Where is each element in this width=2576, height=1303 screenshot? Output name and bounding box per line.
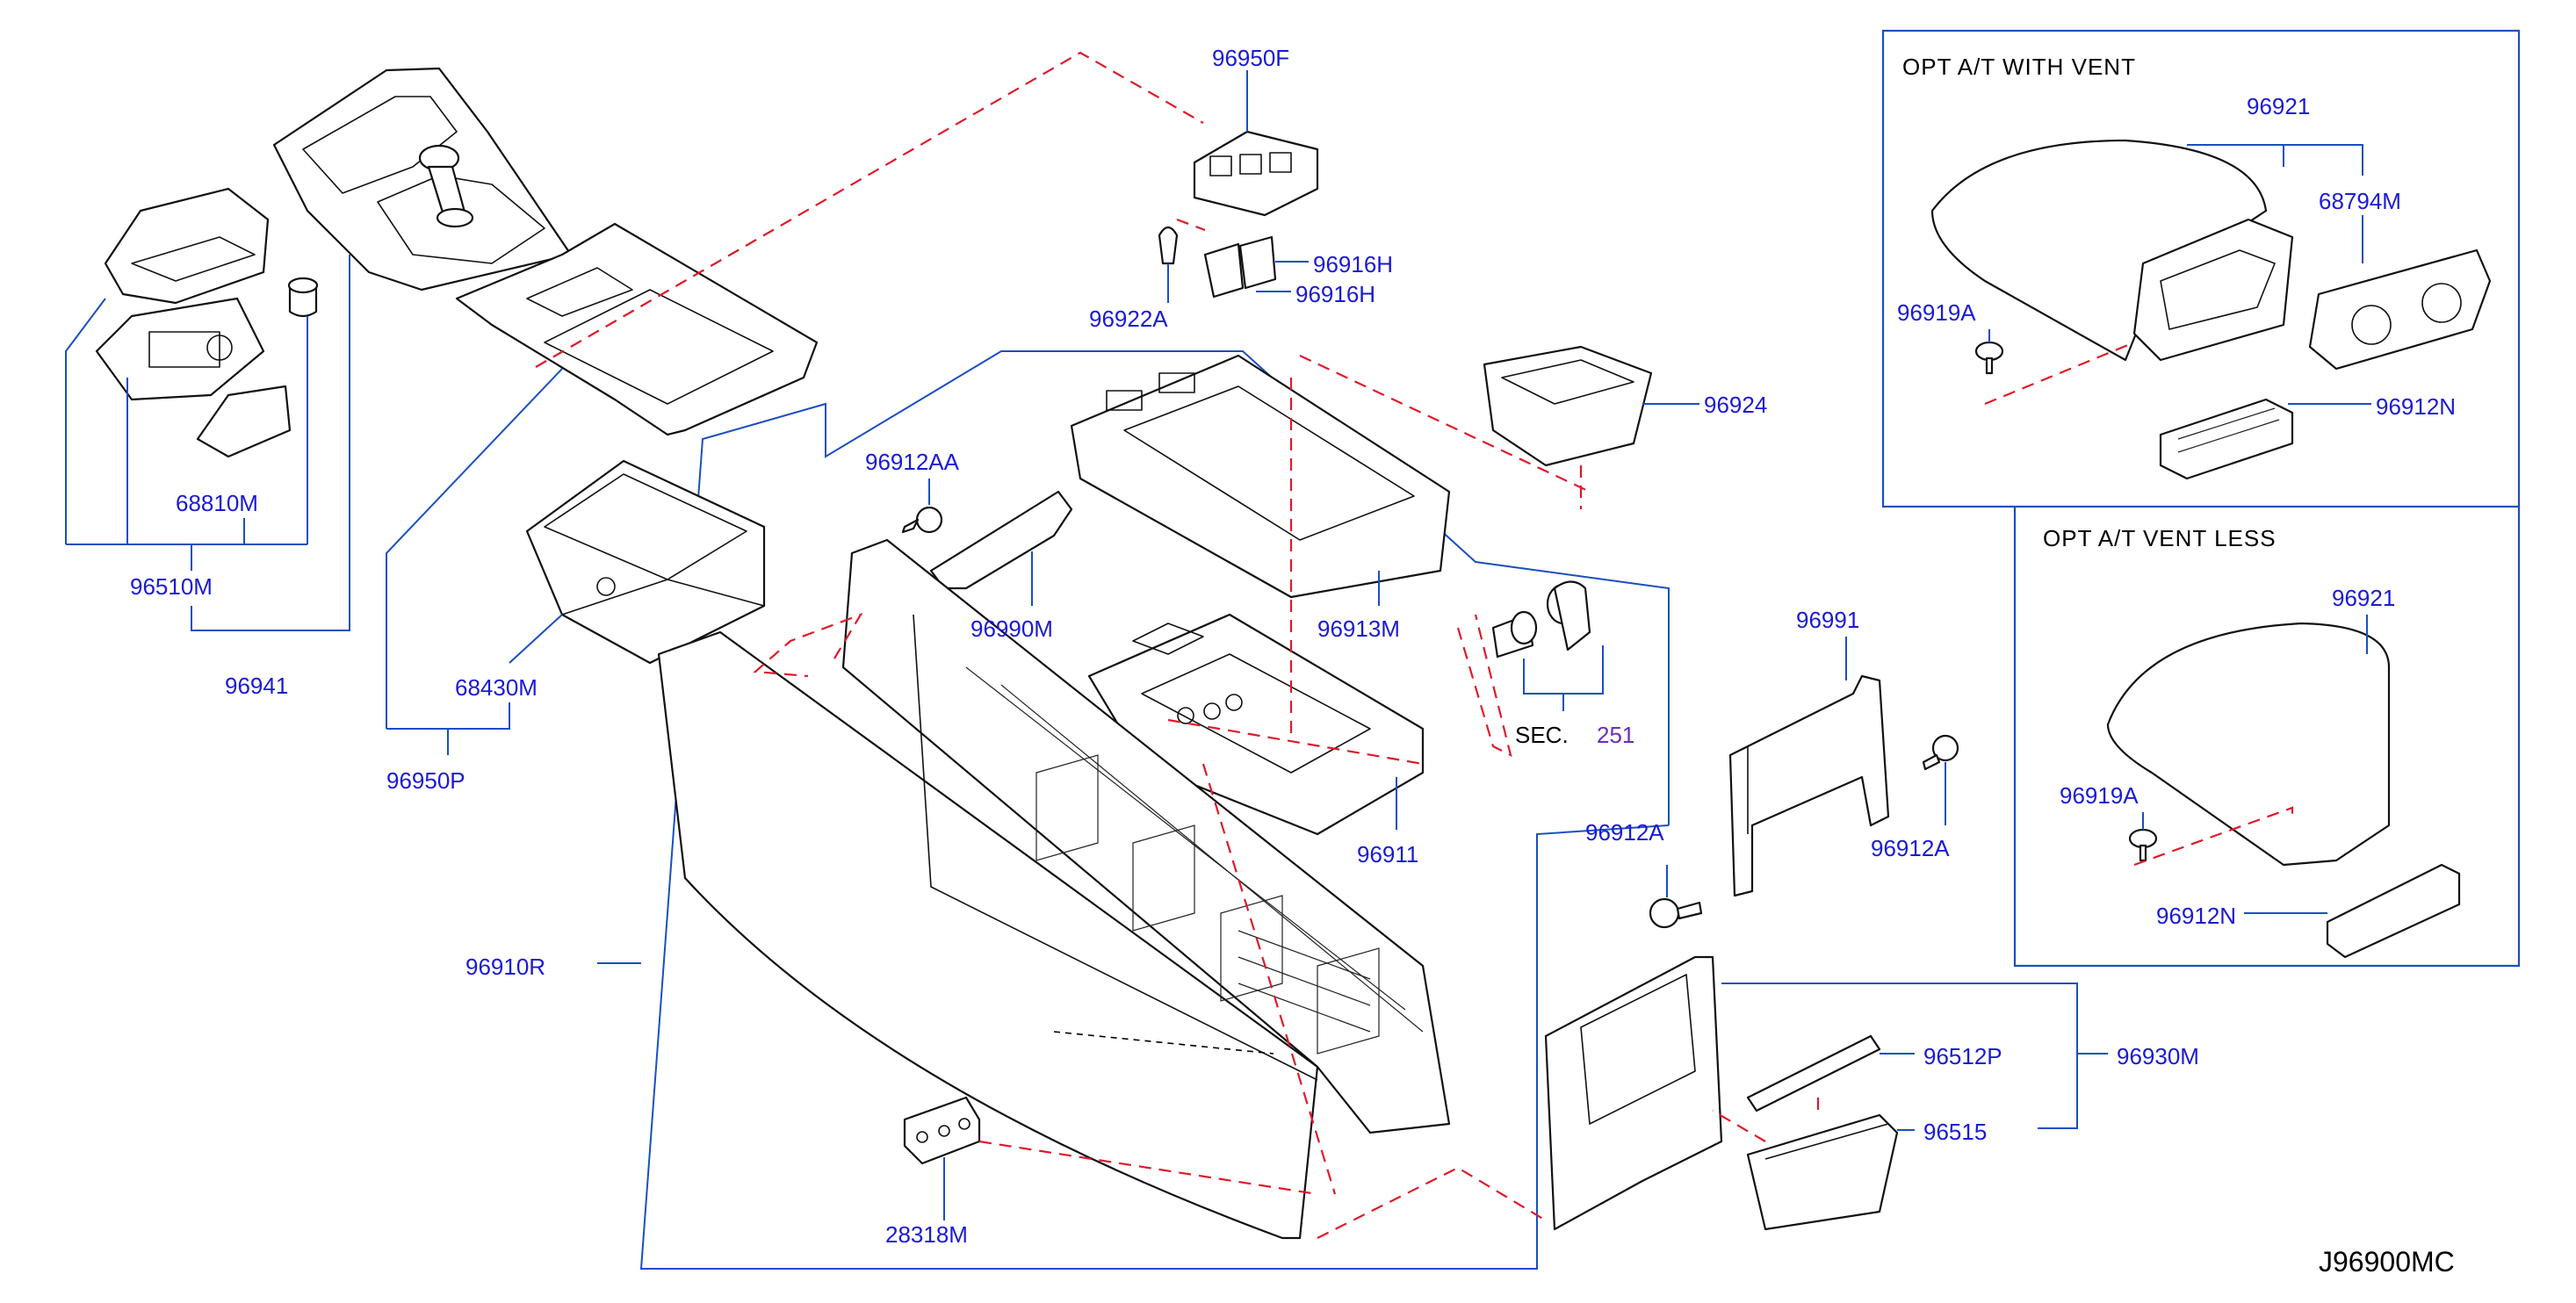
bracket-96991: [1728, 674, 1890, 897]
label-96922A: 96922A: [1089, 306, 1168, 332]
bracket-96990M: [929, 490, 1073, 590]
shift-finisher-96941: [272, 67, 573, 292]
console-lid-frame-96913M: [1070, 354, 1451, 599]
label-96919A-ventless: 96919A: [2060, 782, 2139, 809]
label-96912N-ventless: 96912N: [2156, 903, 2236, 929]
label-68430M: 68430M: [455, 674, 538, 701]
label-96913M: 96913M: [1317, 616, 1400, 642]
section-ref-prefix: SEC.: [1515, 722, 1569, 748]
label-96912N-vent: 96912N: [2376, 393, 2456, 420]
label-96910R: 96910R: [465, 954, 545, 980]
label-96930M: 96930M: [2117, 1043, 2199, 1069]
label-96950F: 96950F: [1212, 45, 1289, 71]
console-body-96910R: [657, 538, 1451, 1240]
label-96510M: 96510M: [130, 573, 213, 600]
label-96916H-lower: 96916H: [1295, 281, 1375, 307]
diagram-code: J96900MC: [2319, 1246, 2455, 1278]
screw-96912AA: [901, 506, 943, 534]
label-96990M: 96990M: [971, 616, 1053, 642]
screw-96912A-left: [1649, 897, 1703, 929]
vent-68794M: [2308, 248, 2492, 371]
console-group-frame: [639, 350, 1670, 1270]
option-panel-vent-less: OPT A/T VENT LESS: [2013, 507, 2521, 968]
connector-28318M: [903, 1096, 981, 1165]
assembly-lines: [535, 51, 2294, 1239]
label-96950P: 96950P: [386, 767, 465, 794]
panel-title-with-vent: OPT A/T WITH VENT: [1902, 54, 2136, 80]
label-28318M: 28318M: [885, 1221, 968, 1248]
label-96991: 96991: [1796, 607, 1859, 633]
ashtray-96515: [1746, 1113, 1899, 1231]
screw-96919A-vent: [1974, 341, 2004, 375]
label-96912A-left: 96912A: [1585, 819, 1664, 846]
cover-96912N-ventless: [2326, 863, 2461, 959]
label-96912A-right: 96912A: [1871, 835, 1950, 861]
label-96921-vent: 96921: [2247, 93, 2310, 119]
hidden-line: [1053, 1031, 1274, 1055]
switch-panel-96510M: [95, 187, 319, 458]
part-labels: 96950F 96916H 96916H 96922A 96924 96921 …: [130, 45, 2456, 1278]
screw-96919A-ventless: [2128, 828, 2158, 862]
screw-96912A-right: [1922, 734, 1959, 771]
label-96512P: 96512P: [1923, 1043, 2002, 1069]
section-ref-number: 251: [1597, 722, 1634, 748]
label-68810M: 68810M: [176, 490, 258, 516]
grille-96912N-vent: [2159, 398, 2294, 480]
ashtray-68430M: [525, 459, 766, 665]
label-96916H-upper: 96916H: [1313, 251, 1393, 277]
armrest-96921-vent: [1930, 139, 2294, 362]
label-96912AA: 96912AA: [865, 449, 960, 475]
label-96919A-vent: 96919A: [1897, 299, 1976, 326]
bracket-96512P: [1746, 1034, 1881, 1112]
tray-96924: [1483, 345, 1653, 467]
leader-lines: [65, 70, 2371, 1220]
label-96924: 96924: [1704, 392, 1767, 418]
label-96941: 96941: [225, 673, 288, 699]
label-96921-ventless: 96921: [2332, 585, 2395, 611]
power-socket-sec251: [1491, 580, 1591, 659]
rear-finisher-96930M: [1544, 955, 1723, 1231]
switch-unit-96950F: [1158, 130, 1319, 299]
label-96911: 96911: [1357, 841, 1418, 867]
armrest-96921-ventless: [2106, 622, 2391, 867]
console-finisher-96950P: [455, 222, 819, 436]
label-68794M: 68794M: [2319, 188, 2401, 214]
panel-title-vent-less: OPT A/T VENT LESS: [2043, 525, 2277, 551]
option-panel-with-vent: OPT A/T WITH VENT: [1881, 29, 2521, 508]
label-96515: 96515: [1923, 1119, 1987, 1145]
